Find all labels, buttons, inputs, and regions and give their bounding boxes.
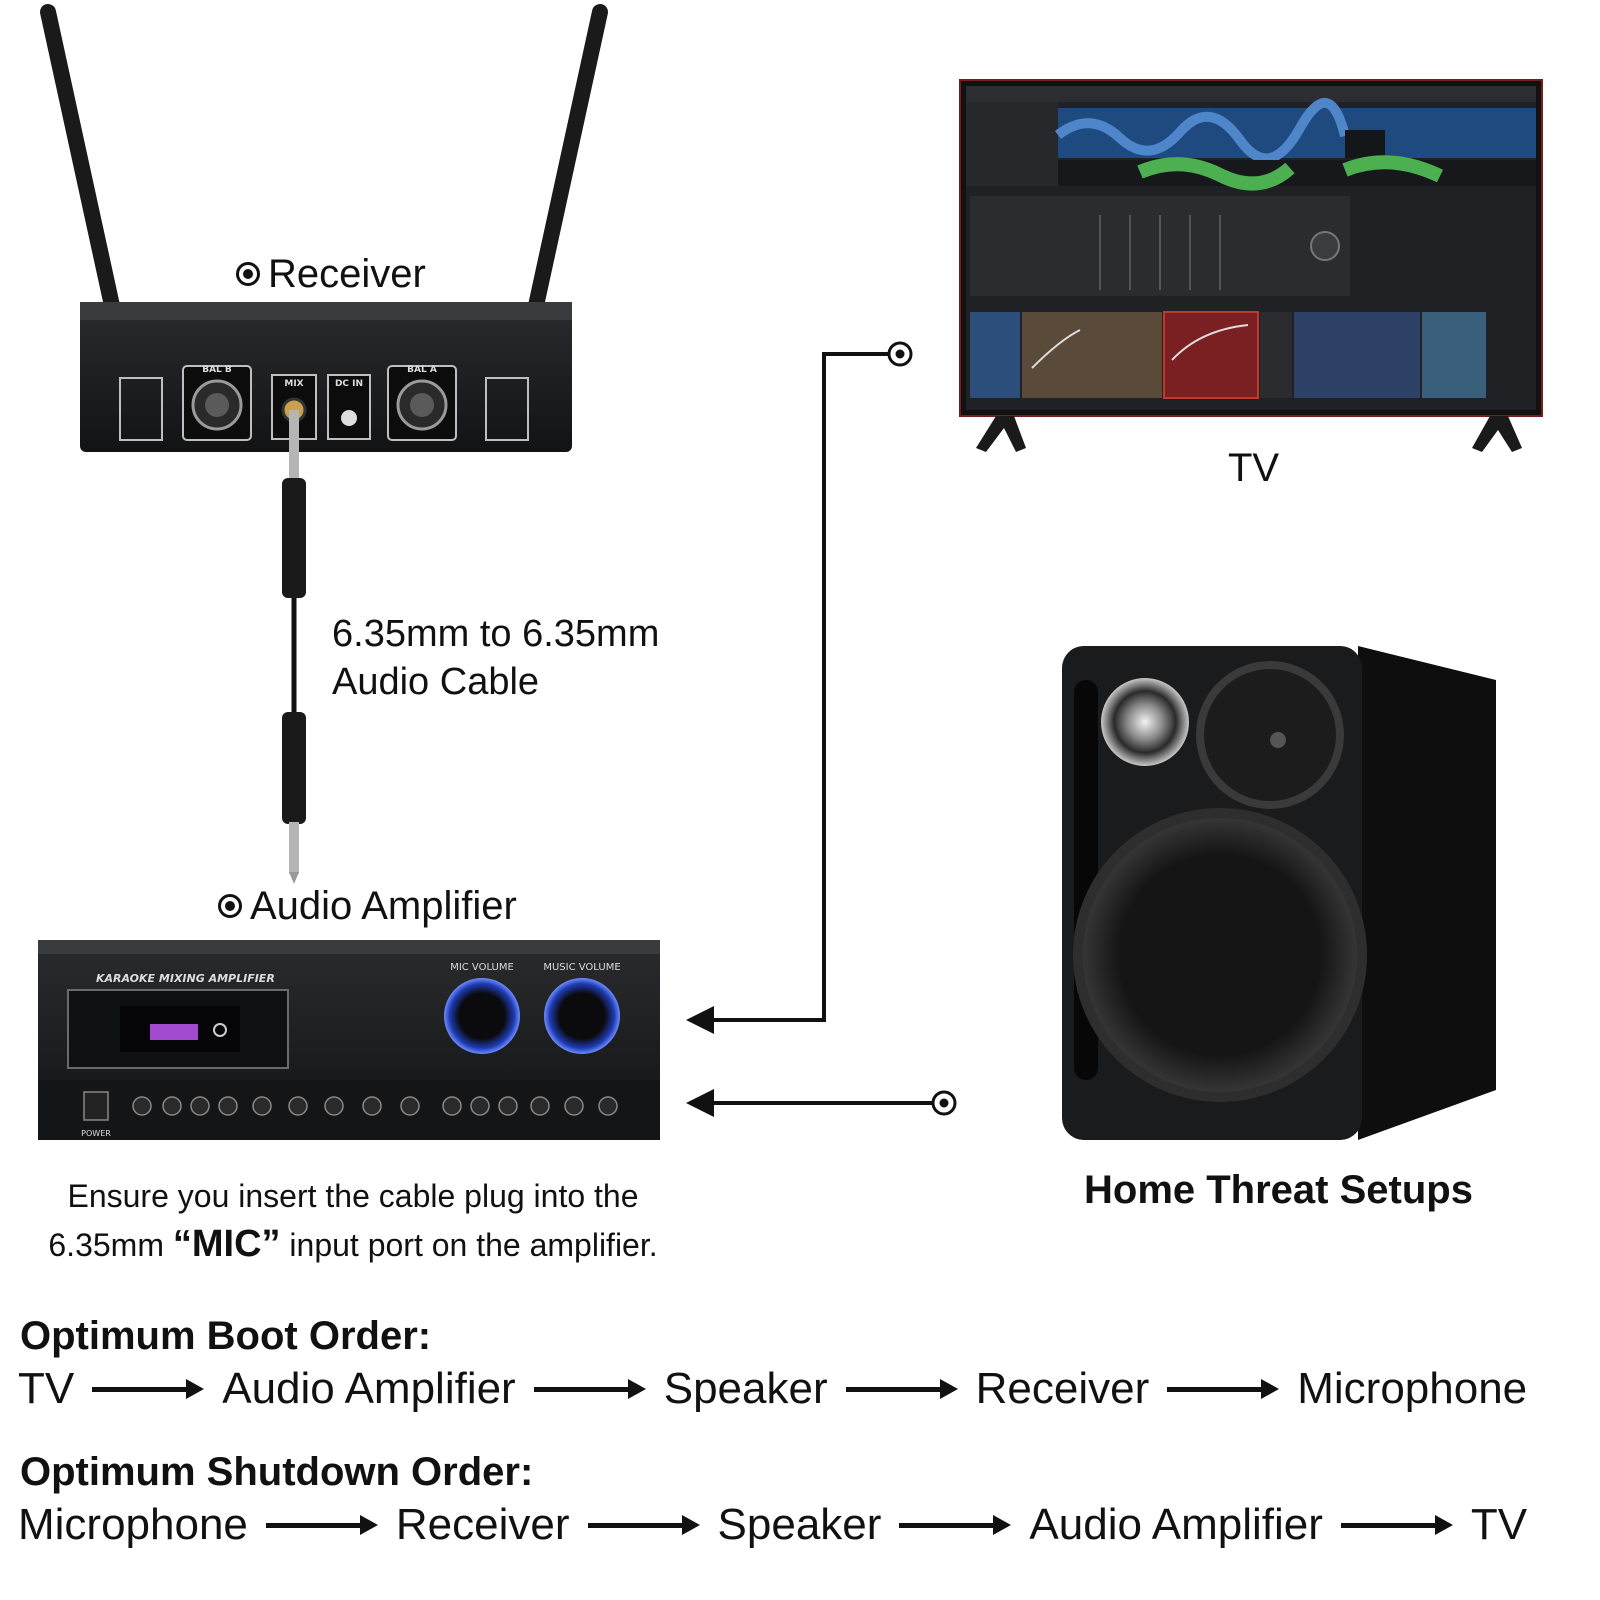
bullet-icon	[218, 894, 242, 918]
mic-volume-label: MIC VOLUME	[450, 962, 514, 973]
tv-device	[959, 79, 1543, 452]
boot-step: Speaker	[663, 1364, 828, 1413]
instruction-line2: 6.35mm “MIC” input port on the amplifier…	[48, 1223, 658, 1265]
music-volume-knob	[544, 978, 620, 1054]
speaker-midrange	[1196, 661, 1344, 809]
receiver-label: Receiver	[236, 254, 426, 294]
connection-speaker-to-amplifier	[686, 1089, 957, 1117]
amplifier-small-knobs	[132, 1096, 618, 1116]
mic-volume-knob	[444, 978, 520, 1054]
shutdown-step: Receiver	[395, 1500, 570, 1549]
arrow-right-icon	[1167, 1379, 1280, 1399]
port-label-bal-b: BAL B	[202, 365, 232, 375]
boot-step: Receiver	[975, 1364, 1150, 1413]
power-label: POWER	[81, 1129, 111, 1138]
tv-label: TV	[1228, 446, 1280, 490]
dc-in-port	[327, 374, 371, 440]
cable-label-line1: 6.35mm to 6.35mm	[332, 613, 660, 655]
shutdown-step: Microphone	[18, 1500, 248, 1549]
cable-label-line2: Audio Cable	[332, 661, 540, 703]
connection-tv-to-amplifier	[686, 341, 913, 1034]
boot-order-title: Optimum Boot Order:	[20, 1314, 432, 1358]
arrow-right-icon	[1340, 1515, 1453, 1535]
shutdown-order-flow: Microphone Receiver Speaker Audio Amplif…	[18, 1500, 1527, 1550]
shutdown-order-title: Optimum Shutdown Order:	[20, 1450, 534, 1494]
shutdown-step: Speaker	[717, 1500, 882, 1549]
boot-step: Audio Amplifier	[222, 1364, 516, 1413]
arrow-right-icon	[845, 1379, 958, 1399]
instruction-line1: Ensure you insert the cable plug into th…	[67, 1178, 639, 1214]
mic-emphasis: “MIC”	[172, 1223, 281, 1265]
music-volume-label: MUSIC VOLUME	[543, 962, 620, 973]
arrow-right-icon	[265, 1515, 378, 1535]
port-label-mix: MIX	[284, 379, 303, 389]
speaker-device	[1062, 646, 1496, 1140]
receiver-device: BAL B MIX DC IN BAL A	[40, 4, 608, 452]
cable-label: 6.35mm to 6.35mm Audio Cable	[332, 610, 659, 706]
arrow-right-icon	[587, 1515, 700, 1535]
audio-cable	[282, 410, 306, 884]
bullet-icon	[236, 262, 260, 286]
shutdown-step: TV	[1470, 1500, 1528, 1549]
tv-stand-left	[976, 416, 1026, 452]
receiver-label-text: Receiver	[268, 252, 426, 296]
tv-stand-right	[1472, 416, 1522, 452]
boot-step: TV	[18, 1364, 75, 1413]
power-switch	[83, 1091, 109, 1121]
amplifier-device: KARAOKE MIXING AMPLIFIER MIC VOLUME MUSI…	[38, 940, 660, 1140]
arrow-right-icon	[92, 1379, 205, 1399]
arrow-right-icon	[533, 1379, 646, 1399]
amplifier-label-text: Audio Amplifier	[250, 884, 517, 928]
amplifier-label: Audio Amplifier	[218, 886, 517, 926]
instruction-text: Ensure you insert the cable plug into th…	[18, 1172, 688, 1269]
speaker-label: Home Threat Setups	[1084, 1168, 1473, 1212]
port-label-dc-in: DC IN	[335, 379, 363, 389]
boot-step: Microphone	[1297, 1364, 1528, 1413]
arrow-right-icon	[899, 1515, 1012, 1535]
boot-order-flow: TV Audio Amplifier Speaker Receiver Micr…	[18, 1364, 1527, 1414]
amplifier-brand-text: KARAOKE MIXING AMPLIFIER	[96, 972, 275, 985]
port-label-bal-a: BAL A	[407, 365, 437, 375]
speaker-tweeter	[1101, 678, 1189, 766]
shutdown-step: Audio Amplifier	[1029, 1500, 1323, 1549]
